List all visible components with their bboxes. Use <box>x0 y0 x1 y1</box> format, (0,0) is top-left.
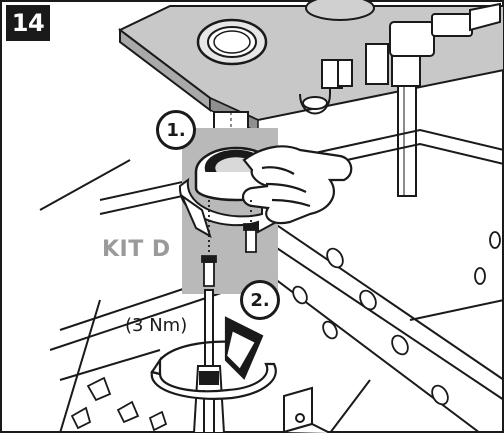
frame-holes <box>70 231 501 432</box>
torque-label: (3 Nm) <box>125 315 188 336</box>
screws <box>201 200 259 287</box>
top-connection-ring <box>196 18 268 66</box>
mounting-bracket <box>283 386 331 433</box>
valve-assembly <box>299 0 501 197</box>
screwdriver <box>192 289 226 433</box>
kit-label: KIT D <box>102 237 171 262</box>
step-callout-2: 2. <box>240 280 280 320</box>
collar-rotation-arrow <box>178 177 282 239</box>
torque-rotation-arrow <box>150 316 277 400</box>
step-number-badge: 14 <box>6 5 50 41</box>
step-callout-1: 1. <box>156 110 196 150</box>
hand-glove <box>241 145 353 225</box>
